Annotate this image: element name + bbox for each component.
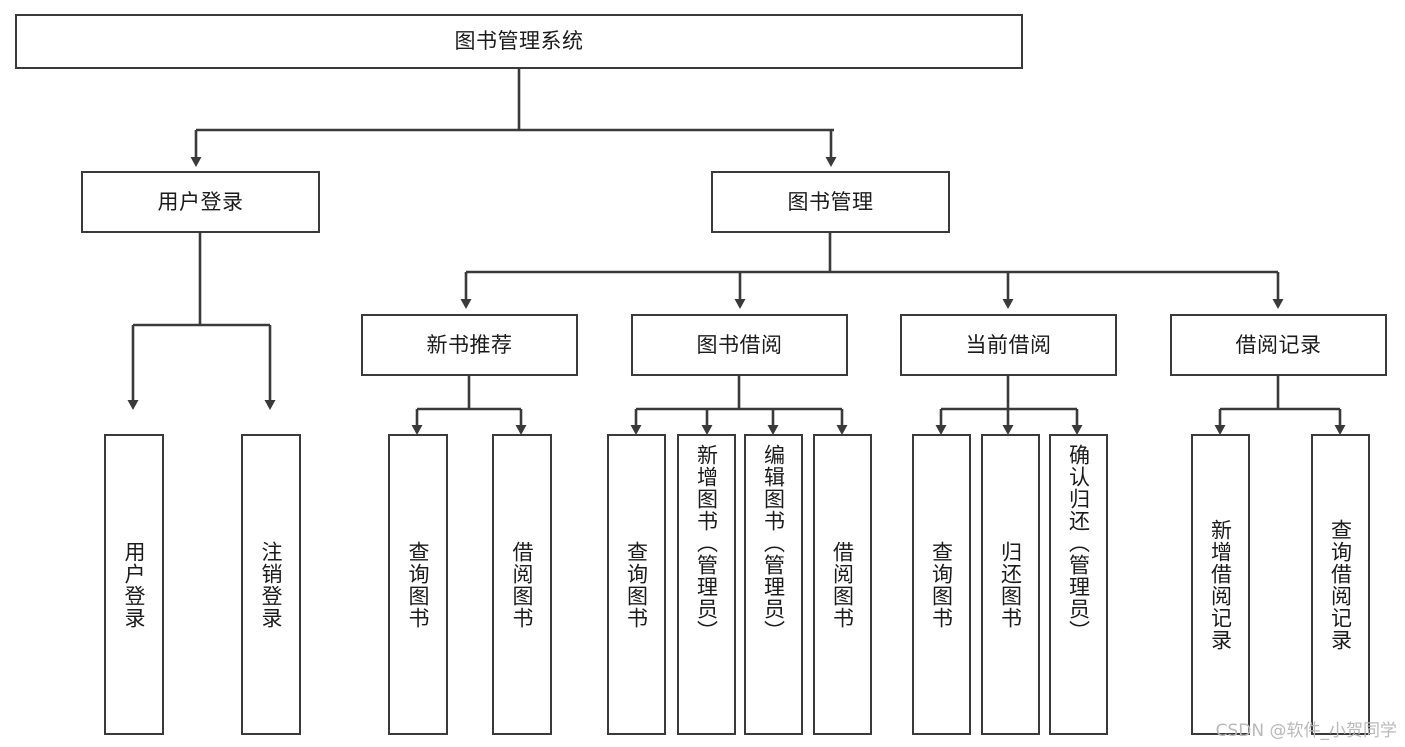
node-user-login[interactable]: 用户登录 <box>81 171 320 233</box>
node-label: 当前借阅 <box>965 332 1052 357</box>
node-leaf-logout[interactable]: 注销登录 <box>241 434 301 735</box>
node-leaf-user-login[interactable]: 用户登录 <box>104 434 164 735</box>
node-label: 确认归还（管理员） <box>1066 444 1091 642</box>
node-label: 借阅图书 <box>830 540 855 629</box>
node-leaf-confirm-return-admin[interactable]: 确认归还（管理员） <box>1049 434 1108 735</box>
node-leaf-query-borrow-record[interactable]: 查询借阅记录 <box>1311 434 1370 735</box>
node-book-management[interactable]: 图书管理 <box>711 171 950 233</box>
node-label: 注销登录 <box>259 540 284 629</box>
node-new-book-recommend[interactable]: 新书推荐 <box>361 314 578 376</box>
node-label: 借阅记录 <box>1235 332 1322 357</box>
node-leaf-edit-book-admin[interactable]: 编辑图书（管理员） <box>744 434 803 735</box>
node-label: 新书推荐 <box>426 332 513 357</box>
node-borrow-record[interactable]: 借阅记录 <box>1170 314 1387 376</box>
node-label: 归还图书 <box>998 540 1023 629</box>
node-label: 查询图书 <box>406 540 431 629</box>
node-leaf-query-book-borrow[interactable]: 查询图书 <box>607 434 666 735</box>
node-label: 编辑图书（管理员） <box>761 444 786 642</box>
node-leaf-borrow-book[interactable]: 借阅图书 <box>813 434 872 735</box>
node-label: 图书管理 <box>787 189 874 214</box>
node-current-borrow[interactable]: 当前借阅 <box>900 314 1117 376</box>
node-label: 图书借阅 <box>696 332 783 357</box>
node-leaf-add-borrow-record[interactable]: 新增借阅记录 <box>1191 434 1250 735</box>
node-label: 借阅图书 <box>510 540 535 629</box>
node-label: 图书管理系统 <box>454 29 584 54</box>
node-leaf-borrow-book-recommend[interactable]: 借阅图书 <box>492 434 552 735</box>
node-label: 用户登录 <box>122 540 147 629</box>
node-leaf-query-book-recommend[interactable]: 查询图书 <box>388 434 448 735</box>
node-label: 查询图书 <box>929 540 954 629</box>
watermark: CSDN @软件_小贺同学 <box>1215 721 1397 741</box>
node-book-borrow[interactable]: 图书借阅 <box>631 314 848 376</box>
node-label: 新增图书（管理员） <box>694 444 719 642</box>
node-leaf-return-book[interactable]: 归还图书 <box>981 434 1040 735</box>
node-label: 新增借阅记录 <box>1208 518 1233 651</box>
node-label: 查询图书 <box>624 540 649 629</box>
node-label: 查询借阅记录 <box>1328 518 1353 651</box>
node-label: 用户登录 <box>157 189 244 214</box>
node-leaf-query-book-current[interactable]: 查询图书 <box>912 434 971 735</box>
node-leaf-add-book-admin[interactable]: 新增图书（管理员） <box>677 434 736 735</box>
node-root-book-management-system[interactable]: 图书管理系统 <box>15 14 1023 69</box>
